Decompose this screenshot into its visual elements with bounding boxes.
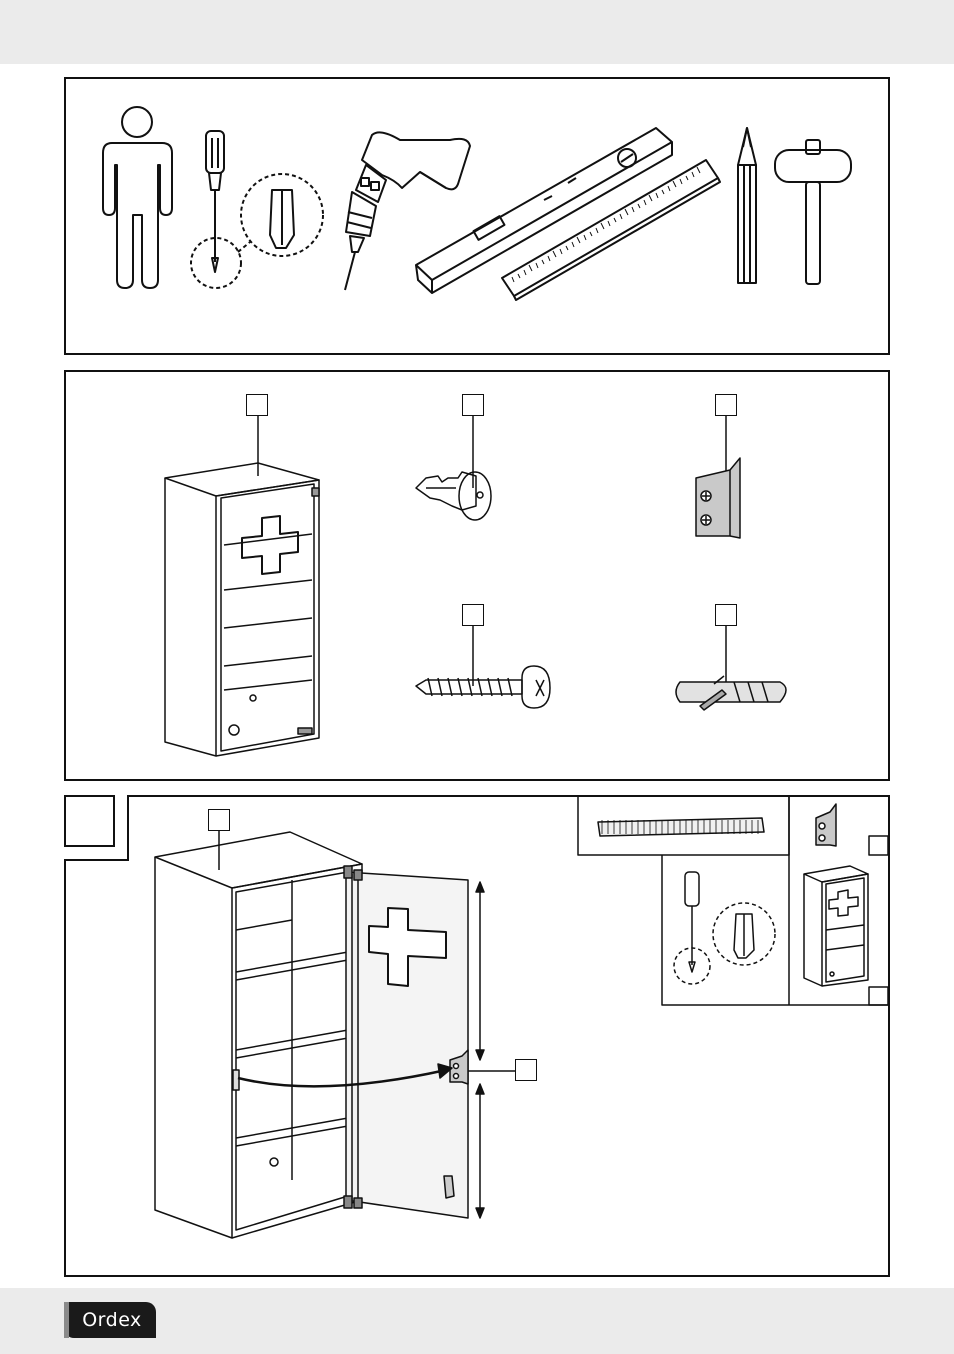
header-band: [0, 0, 954, 64]
cabinet-part: [164, 416, 320, 757]
brand-logo-text: Ordex: [82, 1309, 142, 1331]
parts-panel: [64, 370, 890, 781]
spirit-level-icon: [415, 127, 673, 294]
cabinet-door-illustration: [154, 831, 515, 1239]
ruler-inset: [597, 817, 765, 837]
key-part: [415, 416, 492, 521]
part-label-box-bracket: [715, 394, 737, 416]
ruler-icon: [501, 159, 721, 301]
bracket-inset: [815, 803, 837, 847]
part-label-box-cabinet: [246, 394, 268, 416]
pencil-icon: [737, 127, 757, 284]
ruler-ticks: [511, 166, 701, 283]
brand-logo: Ordex: [64, 1302, 156, 1338]
wall-plug-part: [675, 626, 787, 711]
bracket-part: [695, 416, 741, 539]
screw-part: [415, 626, 551, 709]
tools-panel: [64, 77, 890, 355]
screwdriver-icon: [190, 130, 324, 289]
part-label-box-screw: [462, 604, 484, 626]
footer-band: [0, 1288, 954, 1354]
part-label-box-key: [462, 394, 484, 416]
part-label-box-step-cabinet: [208, 809, 230, 831]
part-label-box-wall-plug: [715, 604, 737, 626]
cabinet-inset: [803, 865, 869, 987]
hammer-icon: [774, 139, 852, 285]
drill-icon: [344, 131, 471, 291]
person-icon: [102, 106, 173, 289]
part-label-box-step-bracket: [515, 1059, 537, 1081]
screwdriver-inset: [673, 871, 776, 985]
